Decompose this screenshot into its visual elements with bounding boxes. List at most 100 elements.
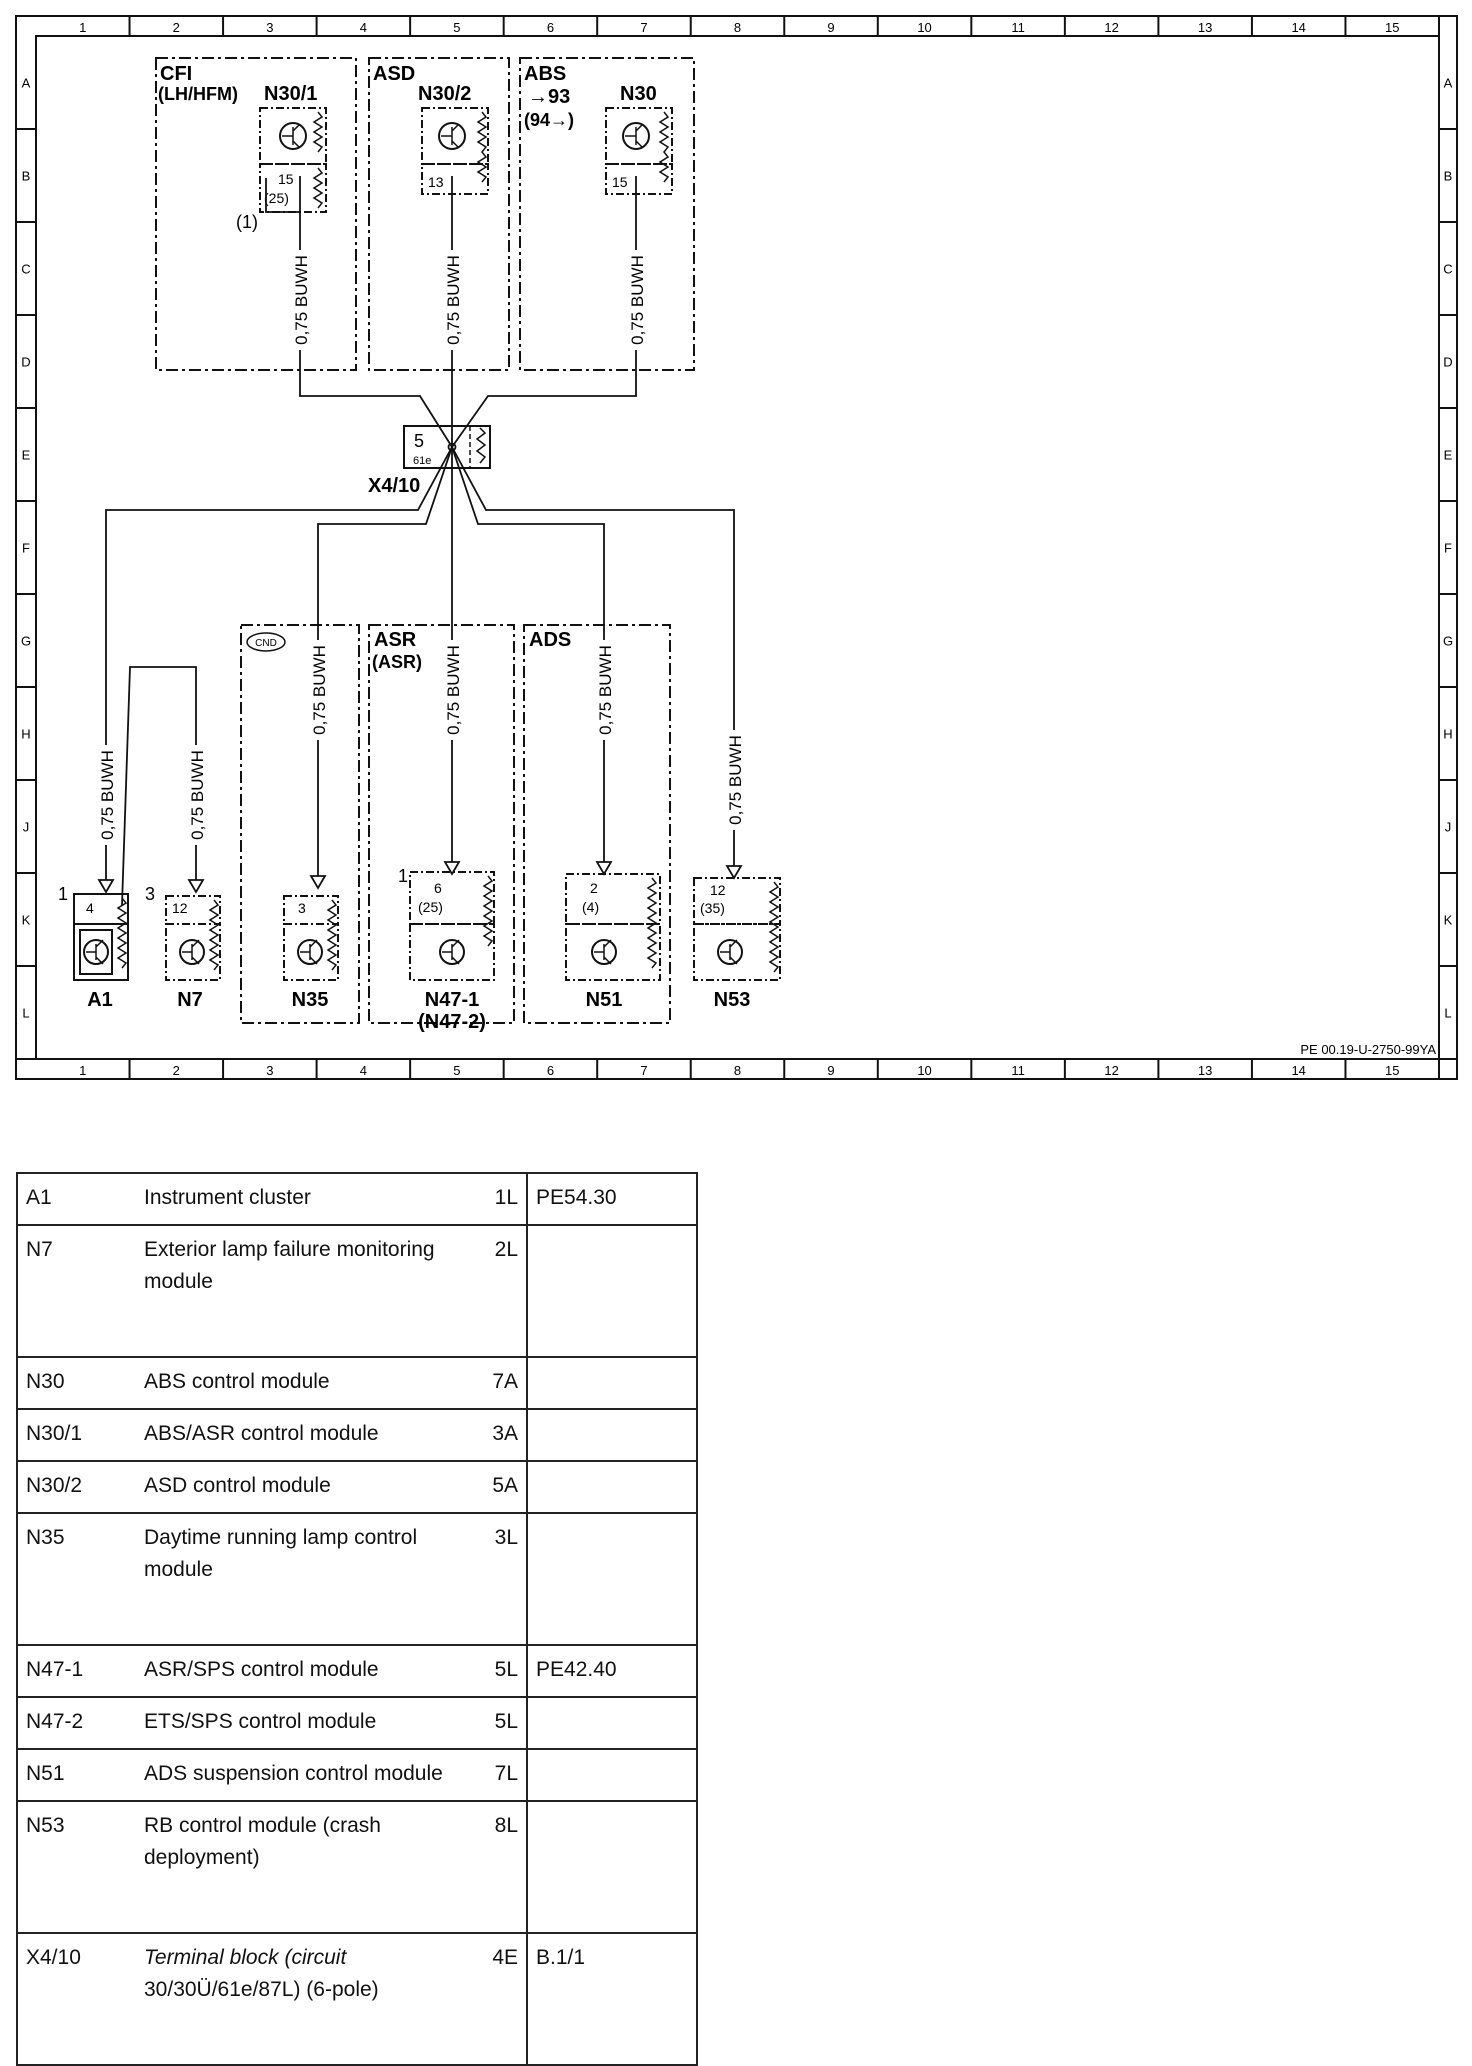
grid-row-label: F <box>1444 541 1452 556</box>
legend-description: Exterior lamp failure monitoring module <box>136 1224 470 1358</box>
pin-n30: 15 <box>612 174 628 190</box>
legend-code: N30 <box>16 1356 136 1410</box>
grid-column-label: 11 <box>1011 20 1025 35</box>
grid-column-label: 7 <box>640 20 647 35</box>
module-label-n47-2: (N47-2) <box>418 1011 486 1033</box>
grid-column-label: 12 <box>1104 20 1118 35</box>
grid-column-label: 5 <box>453 20 460 35</box>
legend-code: N30/2 <box>16 1460 136 1514</box>
legend-reference: B.1/1 <box>527 1932 698 2066</box>
grid-row-label: C <box>21 262 30 277</box>
pin-alt-n51: (4) <box>582 899 599 915</box>
pin-n51: 2 <box>590 880 598 896</box>
group-label-cnd-oval <box>246 632 286 652</box>
legend-location: 3A <box>470 1408 528 1462</box>
grid-row-label: E <box>1444 448 1453 463</box>
grid-column-label: 9 <box>827 1063 834 1078</box>
term-x4-10: 61e <box>413 455 431 467</box>
grid-row-label: A <box>22 76 31 91</box>
module-label-n30-2: N30/2 <box>418 83 471 105</box>
group-label-asd: ASD <box>373 63 415 85</box>
legend-location: 5L <box>470 1644 528 1698</box>
grid-row-label: L <box>1444 1006 1451 1021</box>
label-x4-10: X4/10 <box>368 475 420 497</box>
module-label-n53: N53 <box>714 989 751 1011</box>
note-n30-1: (1) <box>236 212 258 232</box>
pin-alt-n53: (35) <box>700 900 725 916</box>
grid-column-label: 4 <box>360 20 367 35</box>
legend-code: N47-2 <box>16 1696 136 1750</box>
grid-column-label: 15 <box>1385 1063 1399 1078</box>
legend-location: 2L <box>470 1224 528 1358</box>
grid-row-label: A <box>1444 76 1453 91</box>
grid-column-label: 3 <box>266 1063 273 1078</box>
legend-reference: PE54.30 <box>527 1172 698 1226</box>
inner-frame <box>35 35 1440 1060</box>
grid-column-label: 13 <box>1198 1063 1212 1078</box>
grid-column-label: 10 <box>917 1063 931 1078</box>
module-label-n30: N30 <box>620 83 657 105</box>
grid-row-label: H <box>21 727 30 742</box>
grid-marks: 1122334455667788991010111112121313141415… <box>16 16 1457 1079</box>
grid-row-label: K <box>1444 913 1453 928</box>
legend-description: ASR/SPS control module <box>136 1644 470 1698</box>
grid-column-label: 8 <box>734 20 741 35</box>
legend-code: N30/1 <box>16 1408 136 1462</box>
grid-row-label: K <box>22 913 31 928</box>
grid-column-label: 9 <box>827 20 834 35</box>
group-box-cnd <box>240 624 360 1024</box>
group-box-cfi <box>155 57 357 371</box>
legend-location: 7L <box>470 1748 528 1802</box>
wire-label-background <box>595 640 613 740</box>
group-box-asd <box>368 57 510 371</box>
module-n51: 2 (4) N51 <box>565 873 661 1011</box>
grid-row-label: G <box>1443 634 1453 649</box>
side-num-n7: 3 <box>145 884 155 904</box>
grid-column-label: 14 <box>1291 20 1305 35</box>
wire-label-background <box>725 730 743 830</box>
wire-label: 0,75 BUWH <box>726 735 745 825</box>
pin-n7: 12 <box>172 900 188 916</box>
grid-row-label: H <box>1443 727 1452 742</box>
legend-description: ADS suspension control module <box>136 1748 470 1802</box>
wire-label: 0,75 BUWH <box>444 645 463 735</box>
legend-location: 5A <box>470 1460 528 1514</box>
legend-reference <box>527 1512 698 1646</box>
wire-label: 0,75 BUWH <box>310 645 329 735</box>
wire-label-background <box>627 250 645 350</box>
group-box-ads <box>523 624 671 1024</box>
module-n30: N30 15 <box>605 83 673 195</box>
grid-row-label: D <box>1443 355 1452 370</box>
wire-label-background <box>187 745 205 845</box>
terminal-block-x4-10: 5 61e X4/10 <box>368 425 491 497</box>
module-label-n47-1: N47-1 <box>425 989 479 1011</box>
grid-row-label: E <box>22 448 31 463</box>
grid-row-label: F <box>22 541 30 556</box>
side-num-n47: 1 <box>398 866 408 886</box>
module-label-n35: N35 <box>292 989 329 1011</box>
grid-column-label: 3 <box>266 20 273 35</box>
legend-description: ETS/SPS control module <box>136 1696 470 1750</box>
module-n30-1: N30/1 15 (25) (1) <box>236 83 327 232</box>
legend-code: N7 <box>16 1224 136 1358</box>
legend-description: ASD control module <box>136 1460 470 1514</box>
legend-reference <box>527 1408 698 1462</box>
group-label-ads: ADS <box>529 629 571 651</box>
legend-location: 5L <box>470 1696 528 1750</box>
legend-code: X4/10 <box>16 1932 136 2066</box>
wire-label-background <box>443 250 461 350</box>
grid-column-label: 14 <box>1291 1063 1305 1078</box>
legend-location: 4E <box>470 1932 528 2066</box>
grid-column-label: 1 <box>79 1063 86 1078</box>
pin-alt-n47: (25) <box>418 899 443 915</box>
grid-column-label: 6 <box>547 20 554 35</box>
group-label-cfi: CFI <box>160 63 192 85</box>
group-label-asr-sub: (ASR) <box>372 652 422 672</box>
legend-description: Daytime running lamp control module <box>136 1512 470 1646</box>
